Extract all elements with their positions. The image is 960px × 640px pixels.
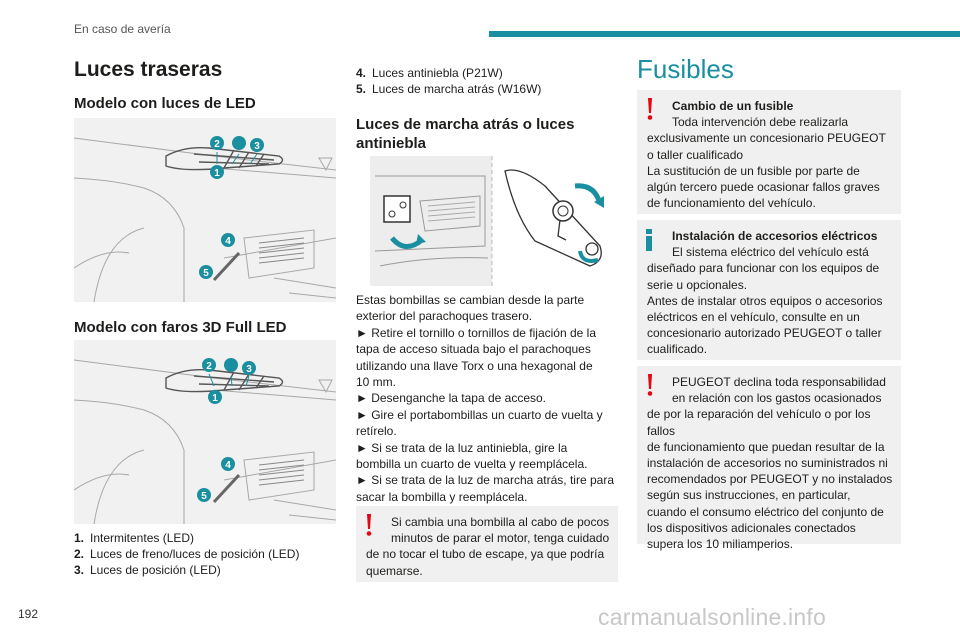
warning-icon [366,514,372,536]
warning-note-fuse-change: Cambio de un fusible Toda intervención d… [637,90,901,214]
callout-1: 1 [214,168,220,179]
legend-list: 1.Intermitentes (LED) 2.Luces de freno/l… [74,530,299,578]
section-title-fusibles: Fusibles [637,54,734,84]
rear-led-illustration: 1 2 3 4 5 [74,118,336,302]
bumper-access-illustration [370,156,618,286]
section-header-label: En caso de avería [74,22,171,36]
callout-5: 5 [201,491,207,502]
list-item: 4.Luces antiniebla (P21W) [356,66,503,80]
callout-2: 2 [214,139,220,150]
callout-1: 1 [212,393,218,404]
callout-3: 3 [254,141,260,152]
callout-4: 4 [225,236,231,247]
list-item: 1.Intermitentes (LED) [74,531,195,545]
list-item: 3.Luces de posición (LED) [74,563,221,577]
subtitle-reverse-fog: Luces de marcha atrás o luces antiniebla [356,116,575,152]
subtitle-led-model: Modelo con luces de LED [74,95,256,112]
legend-list-continued: 4.Luces antiniebla (P21W) 5.Luces de mar… [356,65,541,97]
warning-icon [647,374,653,396]
callout-5: 5 [203,268,209,279]
page-number: 192 [18,607,39,621]
page-title-luces-traseras: Luces traseras [74,58,223,81]
rear-3d-led-illustration: 1 2 3 4 5 [74,340,336,524]
info-note-accessories: Instalación de accesorios eléctricos El … [637,220,901,360]
list-item: 2.Luces de freno/luces de posición (LED) [74,547,300,561]
info-icon [646,229,652,251]
warning-note-exhaust: Si cambia una bombilla al cabo de pocos … [356,506,618,582]
watermark: carmanualsonline.info [598,604,826,630]
callout-2: 2 [206,361,212,372]
warning-note-liability: PEUGEOT declina toda responsabilidad en … [637,366,901,551]
list-item: 5.Luces de marcha atrás (W16W) [356,82,542,96]
section-header-bar [489,31,960,37]
callout-4: 4 [225,460,231,471]
warning-icon [647,98,653,120]
callout-3: 3 [246,364,252,375]
subtitle-3d-model: Modelo con faros 3D Full LED [74,319,287,336]
procedure-text: Estas bombillas se cambian desde la part… [356,293,614,504]
